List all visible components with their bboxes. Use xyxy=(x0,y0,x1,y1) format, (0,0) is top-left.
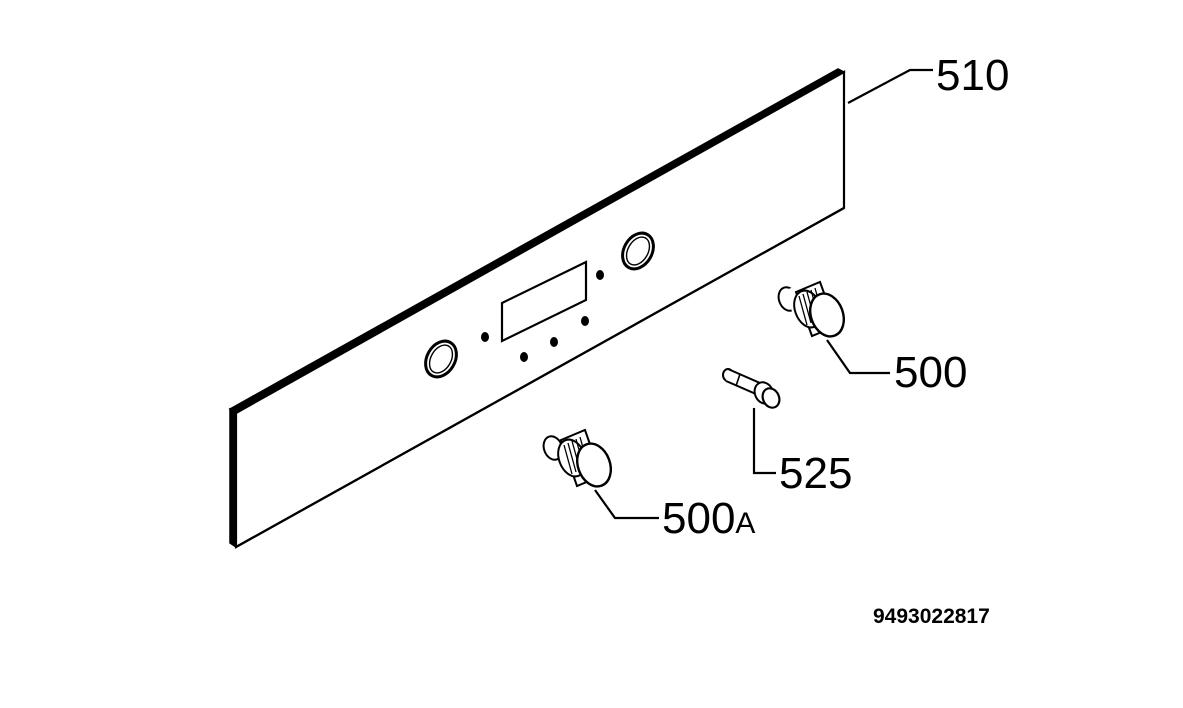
display-window xyxy=(500,260,588,343)
leader-line-500a xyxy=(594,489,659,520)
leader-line-510 xyxy=(847,68,933,104)
knob-hole-right xyxy=(621,231,655,271)
leader-line-525 xyxy=(752,408,776,475)
leader-lines xyxy=(594,68,933,520)
callout-label-500a: 500A xyxy=(662,494,755,543)
callout-label-510: 510 xyxy=(936,51,1009,100)
button-hole xyxy=(520,352,528,362)
callout-label-525: 525 xyxy=(779,449,852,498)
panel-left-edge xyxy=(229,407,237,549)
leader-line-500 xyxy=(826,339,890,375)
button-hole xyxy=(481,332,489,342)
button-hole xyxy=(596,270,604,280)
pin-525 xyxy=(722,368,781,409)
control-panel xyxy=(228,68,846,549)
knob-500a xyxy=(542,428,613,488)
document-number: 9493022817 xyxy=(873,605,990,628)
knob-hole-left xyxy=(424,339,458,379)
button-hole xyxy=(581,316,589,326)
button-hole xyxy=(550,337,558,347)
knob-500 xyxy=(777,280,846,338)
callout-label-500: 500 xyxy=(894,348,967,397)
